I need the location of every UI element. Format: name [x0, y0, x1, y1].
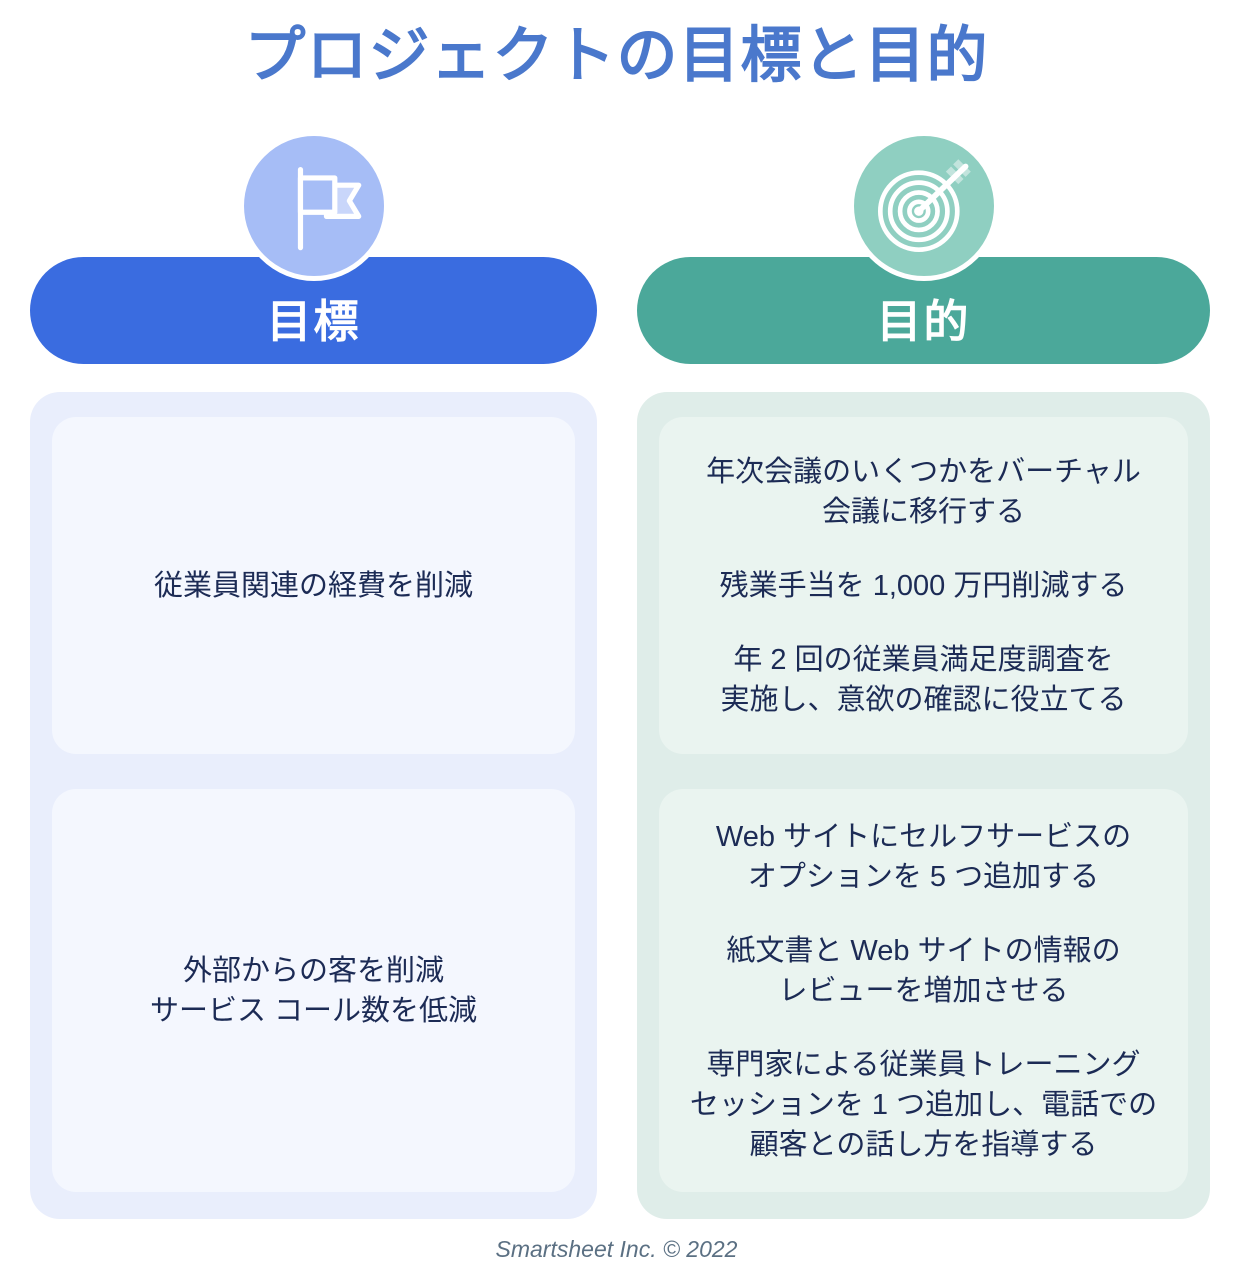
goal-card-1: 従業員関連の経費を削減: [52, 417, 575, 755]
objective-card-2: Web サイトにセルフサービスの オプションを 5 つ追加する 紙文書と Web…: [659, 789, 1188, 1193]
goals-header-label: 目標: [266, 296, 361, 348]
goal-item: 従業員関連の経費を削減: [153, 569, 473, 602]
goal-card-2: 外部からの客を削減 サービス コール数を低減: [52, 789, 575, 1193]
objectives-column: 目的 年次会議のいくつかをバーチャル 会議に移行する 残業手当を 1,000 万…: [637, 131, 1210, 1220]
objective-item: 年次会議のいくつかをバーチャル 会議に移行する: [706, 455, 1141, 528]
target-icon: [872, 154, 976, 258]
objectives-header-pill: 目的: [637, 257, 1210, 365]
columns-container: 目標 従業員関連の経費を削減 外部からの客を削減 サービス コール数を低減: [0, 131, 1233, 1220]
objective-item: 専門家による従業員トレーニング セッションを 1 つ追加し、電話での 顧客との話…: [689, 1048, 1158, 1161]
objectives-header-label: 目的: [876, 296, 971, 348]
goal-item: 外部からの客を削減 サービス コール数を低減: [149, 954, 478, 1027]
objective-item: 紙文書と Web サイトの情報の レビューを増加させる: [726, 934, 1121, 1007]
objectives-icon-circle: [848, 131, 999, 282]
objective-item: 年 2 回の従業員満足度調査を 実施し、意欲の確認に役立てる: [720, 643, 1127, 716]
flag-icon: [262, 154, 366, 258]
goals-icon-circle: [238, 131, 389, 282]
objective-item: Web サイトにセルフサービスの オプションを 5 つ追加する: [715, 820, 1132, 893]
objectives-panel: 年次会議のいくつかをバーチャル 会議に移行する 残業手当を 1,000 万円削減…: [637, 392, 1210, 1220]
objective-item: 残業手当を 1,000 万円削減する: [719, 569, 1128, 602]
footer-credit: Smartsheet Inc. © 2022: [495, 1236, 738, 1263]
page-title: プロジェクトの目標と目的: [244, 21, 989, 89]
goals-column: 目標 従業員関連の経費を削減 外部からの客を削減 サービス コール数を低減: [30, 131, 597, 1220]
objective-card-1: 年次会議のいくつかをバーチャル 会議に移行する 残業手当を 1,000 万円削減…: [659, 417, 1188, 755]
goals-panel: 従業員関連の経費を削減 外部からの客を削減 サービス コール数を低減: [30, 392, 597, 1220]
